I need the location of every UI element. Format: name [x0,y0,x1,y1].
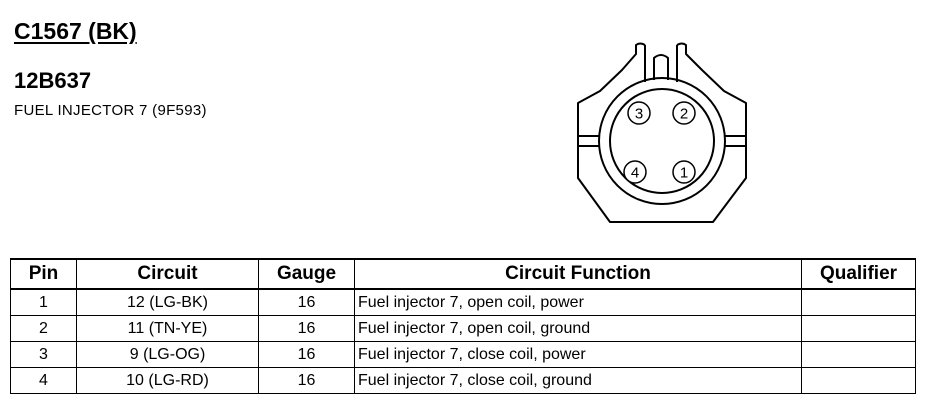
table-row: 4 10 (LG-RD) 16 Fuel injector 7, close c… [10,367,916,394]
cell-circuit-function: Fuel injector 7, open coil, ground [354,315,802,342]
column-header-gauge: Gauge [258,258,355,290]
pin-2-marker: 2 [672,101,696,125]
table-header-row: Pin Circuit Gauge Circuit Function Quali… [10,258,916,290]
table-row: 3 9 (LG-OG) 16 Fuel injector 7, close co… [10,341,916,368]
cell-circuit: 12 (LG-BK) [76,288,259,316]
column-header-circuit: Circuit [76,258,259,290]
cell-circuit-function: Fuel injector 7, close coil, power [354,341,802,368]
connector-outer-ring [598,77,726,205]
cell-circuit: 10 (LG-RD) [76,367,259,394]
cell-pin: 4 [10,367,77,394]
cell-gauge: 16 [258,341,355,368]
cell-gauge: 16 [258,315,355,342]
table-row: 2 11 (TN-YE) 16 Fuel injector 7, open co… [10,315,916,342]
cell-pin: 3 [10,341,77,368]
column-header-pin: Pin [10,258,77,290]
pinout-table: Pin Circuit Gauge Circuit Function Quali… [10,258,916,394]
cell-pin: 2 [10,315,77,342]
cell-gauge: 16 [258,288,355,316]
pin-3-marker: 3 [627,101,651,125]
pin-label-4: 4 [631,165,639,182]
cell-pin: 1 [10,288,77,316]
pin-1-marker: 1 [672,160,696,184]
cell-qualifier [801,367,916,394]
connector-face-diagram: 3 2 4 1 [577,42,747,223]
cell-qualifier [801,288,916,316]
cell-circuit: 9 (LG-OG) [76,341,259,368]
component-name: FUEL INJECTOR 7 (9F593) [14,102,207,119]
connector-housing-outline [577,42,747,223]
column-header-qualifier: Qualifier [801,258,916,290]
cell-qualifier [801,315,916,342]
table-row: 1 12 (LG-BK) 16 Fuel injector 7, open co… [10,288,916,316]
connector-latch [653,54,669,80]
cell-qualifier [801,341,916,368]
pin-label-3: 3 [635,106,643,123]
pin-label-2: 2 [680,106,688,123]
cell-circuit: 11 (TN-YE) [76,315,259,342]
pin-4-marker: 4 [623,160,647,184]
pin-label-1: 1 [680,165,688,182]
cell-circuit-function: Fuel injector 7, open coil, power [354,288,802,316]
cell-gauge: 16 [258,367,355,394]
column-header-circuit-function: Circuit Function [354,258,802,290]
connector-id-title: C1567 (BK) [14,18,137,44]
cell-circuit-function: Fuel injector 7, close coil, ground [354,367,802,394]
part-number: 12B637 [14,68,92,93]
